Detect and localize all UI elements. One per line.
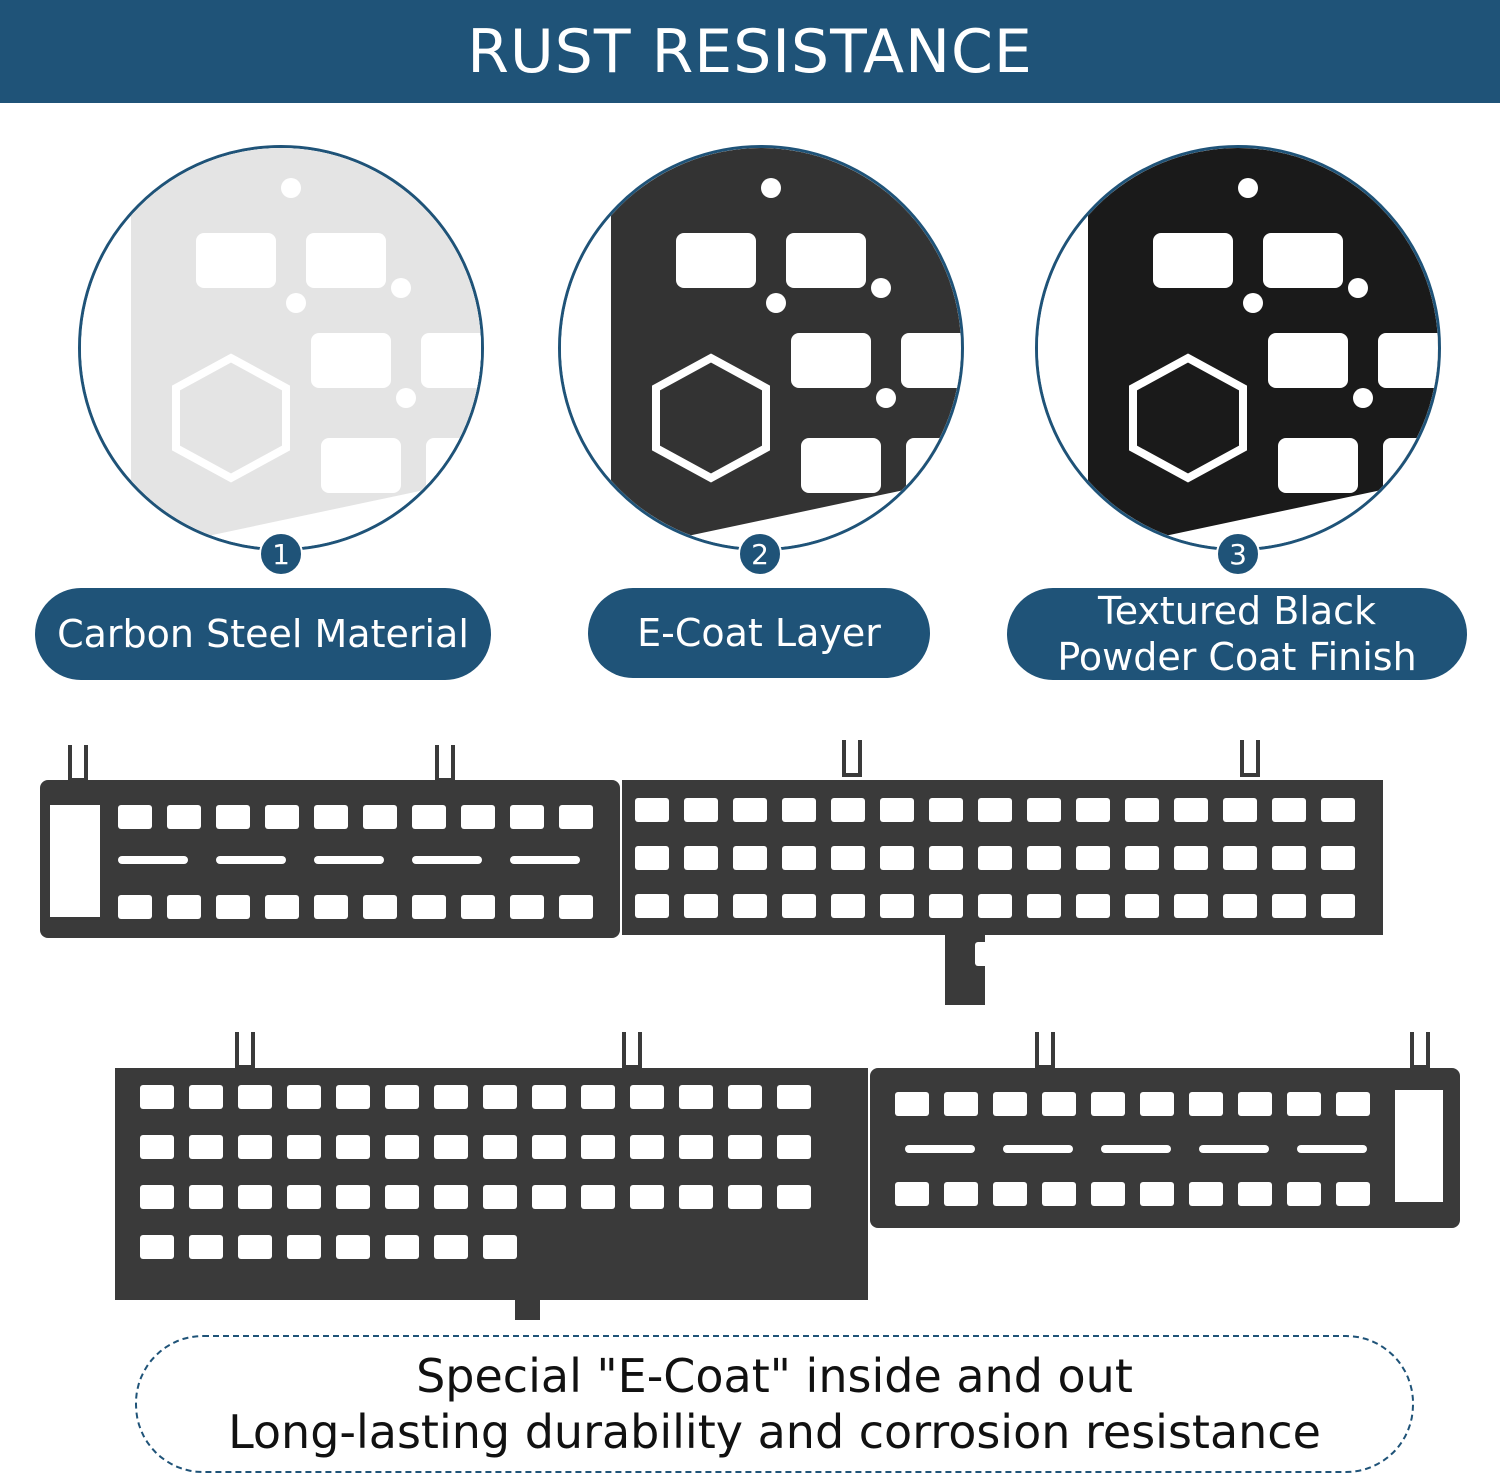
label-text: Carbon Steel Material (57, 612, 469, 656)
layer-label: Textured Black Powder Coat Finish (1007, 588, 1467, 680)
step-badge: 2 (738, 532, 782, 576)
footer-line-1: Special "E-Coat" inside and out (416, 1349, 1133, 1403)
label-text: E-Coat Layer (637, 611, 881, 655)
plate-image (81, 148, 481, 548)
plate-image (1038, 148, 1438, 548)
layer-circle-powder-coat (1035, 145, 1441, 551)
footer-line-2: Long-lasting durability and corrosion re… (228, 1405, 1321, 1459)
molle-panels-image (40, 740, 1460, 1320)
label-text: Powder Coat Finish (1057, 635, 1417, 679)
layer-label: E-Coat Layer (588, 588, 930, 678)
layer-circle-carbon-steel (78, 145, 484, 551)
step-badge: 1 (259, 532, 303, 576)
footer-callout: Special "E-Coat" inside and out Long-las… (135, 1335, 1414, 1473)
plate-image (561, 148, 961, 548)
label-text: Textured Black (1097, 589, 1377, 633)
page-title: RUST RESISTANCE (0, 0, 1500, 103)
step-badge: 3 (1216, 532, 1260, 576)
layer-label: Carbon Steel Material (35, 588, 491, 680)
layer-circle-e-coat (558, 145, 964, 551)
